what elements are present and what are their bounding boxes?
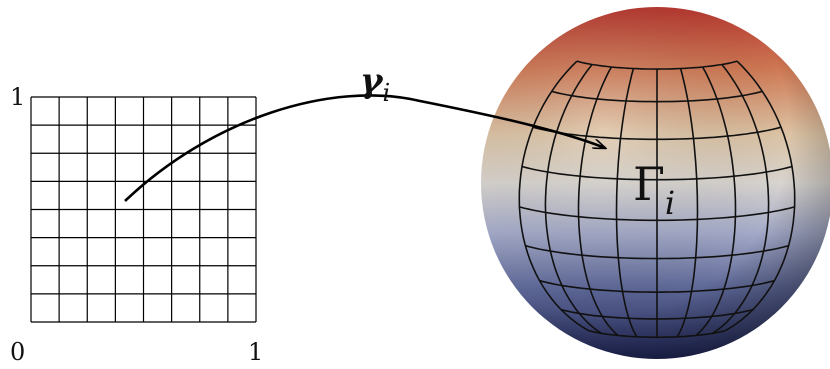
mapping-arrow bbox=[124, 94, 605, 202]
mesh-line-parallel bbox=[539, 279, 775, 294]
mesh-line-parallel bbox=[588, 329, 726, 339]
unit-square-grid bbox=[30, 96, 257, 323]
sphere-surface bbox=[481, 7, 830, 359]
square-label-origin: 0 bbox=[10, 338, 25, 366]
surface-patch-mesh bbox=[518, 60, 796, 339]
mesh-line-parallel bbox=[521, 165, 793, 181]
mesh-line-parallel bbox=[525, 244, 789, 260]
mesh-line-parallel bbox=[576, 60, 738, 70]
square-label-top: 1 bbox=[10, 83, 25, 111]
map-label: γi bbox=[360, 61, 390, 107]
square-label-right: 1 bbox=[248, 338, 263, 366]
mesh-line-parallel bbox=[551, 90, 763, 103]
mesh-line-parallel bbox=[560, 308, 754, 320]
surface-label: Γi bbox=[633, 157, 675, 222]
mesh-line-parallel bbox=[519, 206, 795, 222]
